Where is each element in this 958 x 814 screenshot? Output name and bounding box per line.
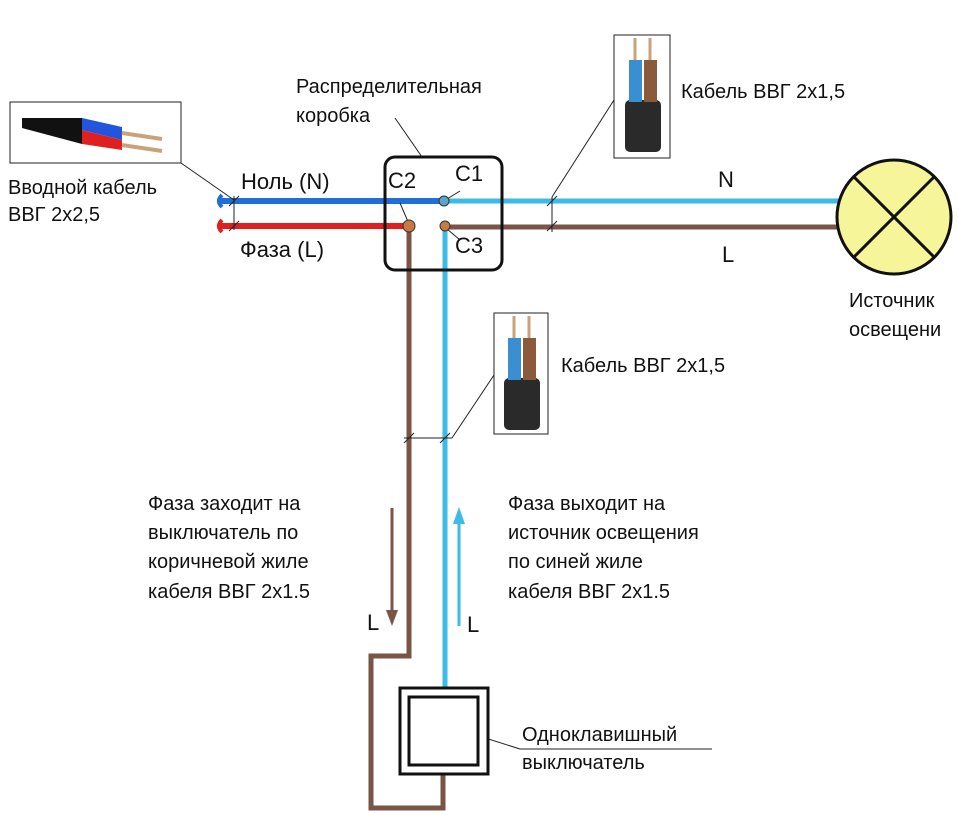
- junction-box-label-1: Распределительная: [296, 76, 482, 98]
- n-right-label: N: [718, 167, 734, 192]
- lamp-label-2: освещени: [849, 319, 941, 341]
- cable-top-label: Кабель ВВГ 2х1,5: [681, 81, 845, 103]
- switch-label-2: выключатель: [522, 752, 645, 774]
- arrow-down-label: L: [367, 610, 379, 635]
- phase-label: Фаза (L): [240, 237, 324, 262]
- c2-label: С2: [388, 168, 416, 193]
- c1-label: С1: [455, 161, 483, 186]
- input-cable-image: [9, 101, 182, 164]
- phase-in-text-1: Фаза заходит на: [148, 493, 301, 515]
- junction-box-label-2: коробка: [296, 105, 371, 127]
- phase-out-text-4: кабеля ВВГ 2х1.5: [508, 581, 670, 603]
- terminal-c1: [438, 195, 450, 207]
- switch-label-1: Одноклавишный: [522, 724, 677, 746]
- phase-out-text-3: по синей жиле: [508, 551, 643, 573]
- lamp-label-1: Источник: [849, 290, 935, 312]
- lamp-icon: [835, 158, 953, 276]
- arrow-up-icon: [453, 507, 465, 626]
- phase-wire-end-icon: [217, 218, 224, 234]
- phase-in-text-2: выключатель по: [148, 522, 298, 544]
- cable-mid-image: [493, 312, 549, 435]
- terminal-c3: [439, 220, 451, 232]
- l-right-label: L: [722, 242, 734, 267]
- cable-mid-label: Кабель ВВГ 2х1,5: [561, 355, 725, 377]
- phase-in-text-3: коричневой жиле: [148, 551, 309, 573]
- cable-top-image: [613, 34, 671, 159]
- input-cable-label-2: ВВГ 2х2,5: [8, 204, 100, 226]
- arrow-up-label: L: [467, 612, 479, 637]
- terminal-c2: [402, 219, 416, 233]
- phase-out-text-2: источник освещения: [508, 522, 699, 544]
- switch-icon: [398, 686, 490, 776]
- phase-in-text-4: кабеля ВВГ 2х1.5: [148, 581, 310, 603]
- arrow-down-icon: [386, 508, 398, 626]
- input-cable-label-1: Вводной кабель: [8, 177, 157, 199]
- neutral-label: Ноль (N): [241, 169, 330, 194]
- c3-label: С3: [455, 233, 483, 258]
- junction-box: [383, 155, 504, 272]
- switch-phase-in-wire: [368, 226, 446, 811]
- phase-out-text-1: Фаза выходит на: [508, 493, 666, 515]
- neutral-wire-end-icon: [217, 193, 224, 209]
